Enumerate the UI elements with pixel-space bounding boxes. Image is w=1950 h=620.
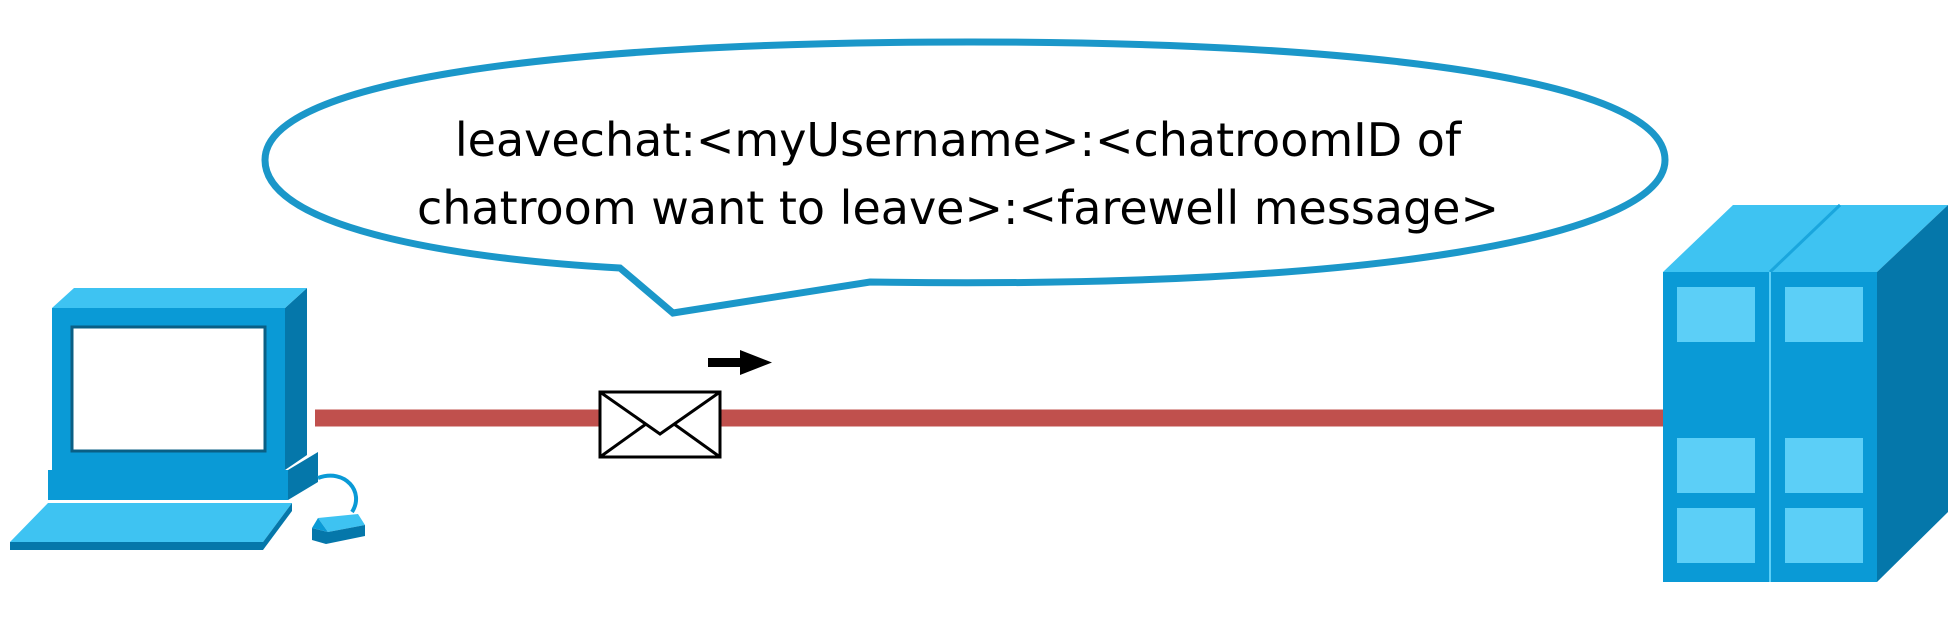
speech-bubble-outline [261,38,1669,317]
server-tower-icon [1663,203,1948,582]
message-line-1: leavechat:<myUsername>:<chatroomID of [455,113,1463,167]
desktop-computer-icon [10,288,365,550]
right-arrow-icon [708,350,772,375]
envelope-icon [598,390,722,459]
speech-bubble: leavechat:<myUsername>:<chatroomID of ch… [261,38,1669,317]
message-line-2: chatroom want to leave>:<farewell messag… [417,181,1499,235]
